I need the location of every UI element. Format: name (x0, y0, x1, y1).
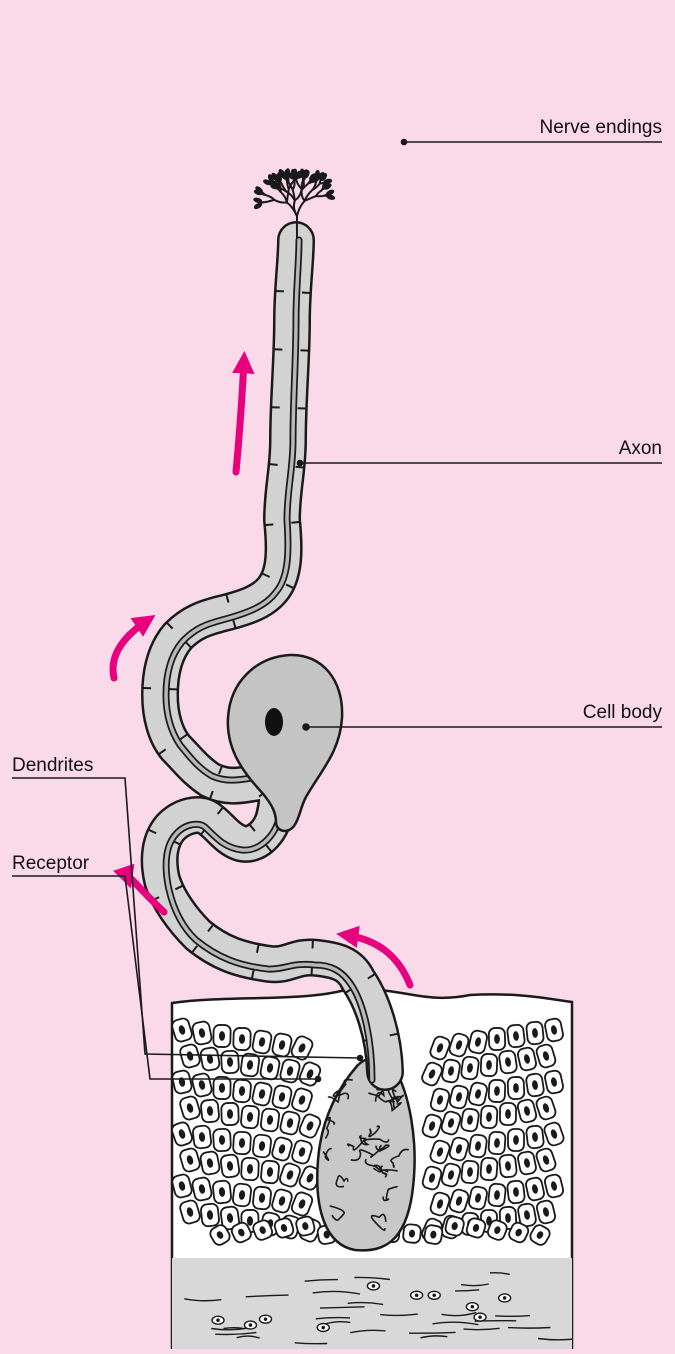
epidermis-cell (240, 1105, 259, 1129)
nerve-branch (265, 195, 274, 200)
epidermis-cell (461, 1160, 479, 1183)
nerve-branch (274, 200, 287, 203)
epidermis-cell (200, 1099, 219, 1123)
epidermis-cell (460, 1108, 479, 1132)
dermis-cell-nucleus (321, 1326, 325, 1330)
epidermis-cell (212, 1180, 231, 1204)
nerve-branch (295, 190, 301, 200)
nerve-branch (302, 189, 305, 201)
epidermis-cell (526, 1021, 544, 1044)
leader-lines (12, 140, 662, 1082)
epidermis-cell (526, 1125, 544, 1149)
label-cell-body: Cell body (583, 702, 663, 723)
leader-dot (298, 461, 303, 466)
node-tick (265, 524, 273, 525)
node-tick (270, 464, 278, 465)
leader-dot (316, 1077, 321, 1082)
dermis-cell-nucleus (471, 1305, 475, 1309)
epidermis-cell (200, 1151, 221, 1176)
epidermis-cell (499, 1154, 517, 1178)
epidermis-cell (508, 1077, 525, 1100)
epidermis-cell (461, 1056, 480, 1080)
nerve-branch (281, 192, 287, 203)
dermis-fiber (495, 1316, 530, 1317)
epidermis-cell (489, 1028, 506, 1051)
epidermis-cell (221, 1051, 239, 1074)
node-tick (296, 467, 304, 468)
leader-dot (303, 724, 309, 730)
label-axon: Axon (619, 438, 662, 459)
dermis-cell-nucleus (415, 1293, 419, 1297)
dermis-cell-nucleus (216, 1318, 220, 1322)
epidermis-cell (200, 1203, 219, 1227)
node-tick (291, 522, 299, 523)
epidermis-cell (498, 1050, 517, 1074)
epidermis-cell (507, 1024, 525, 1048)
epidermis-cell (233, 1079, 252, 1102)
epidermis-cell (271, 1085, 292, 1110)
cell-body-shape (228, 655, 342, 831)
epidermis-cell (489, 1080, 506, 1103)
curved-arrow-icon (113, 620, 148, 678)
epidermis-cell (213, 1025, 231, 1047)
epidermis-cell (200, 1047, 221, 1072)
dermis-cell-nucleus (432, 1293, 436, 1297)
epidermis-cell (191, 1020, 212, 1045)
label-nerve-endings: Nerve endings (539, 117, 662, 138)
labels: Nerve endings Axon Cell body Dendrites R… (12, 117, 662, 874)
epidermis-cell (252, 1186, 271, 1210)
epidermis-cell (221, 1103, 239, 1126)
epidermis-cell (233, 1028, 251, 1051)
epidermis-cell (488, 1131, 506, 1154)
epidermis-cell (480, 1157, 498, 1180)
epidermis-cell (241, 1158, 259, 1181)
cell-body (228, 655, 342, 831)
epidermis-cell (423, 1224, 443, 1245)
epidermis-cell (260, 1108, 280, 1132)
epidermis-cell (295, 1215, 316, 1237)
epidermis-cell (252, 1030, 273, 1055)
epidermis-cell (213, 1077, 230, 1099)
epidermis-cell (260, 1160, 279, 1184)
dermis-cell-nucleus (249, 1323, 253, 1327)
dermis-fiber (224, 1328, 243, 1329)
epidermis-cell (260, 1056, 281, 1081)
epidermis-cell (403, 1224, 422, 1244)
epidermis-cell (508, 1129, 524, 1151)
epidermis-cell (507, 1180, 525, 1204)
epidermis-cell (192, 1125, 211, 1149)
nerve-branch (265, 200, 275, 202)
curved-arrow-icon (236, 360, 244, 472)
cell-nucleus (513, 1135, 519, 1145)
leader-dot (402, 140, 407, 145)
epidermis-cell (488, 1183, 506, 1207)
label-receptor: Receptor (12, 853, 90, 874)
dermis-cell-nucleus (264, 1317, 268, 1321)
dermis-cell-nucleus (503, 1296, 507, 1300)
epidermis-cell (220, 1154, 240, 1178)
epidermis-cell (480, 1106, 497, 1129)
nerve-branch (316, 196, 325, 197)
epidermis-cell (444, 1215, 465, 1237)
epidermis-cell (469, 1134, 488, 1158)
epidermis-cell (232, 1183, 251, 1207)
dermis-fiber (508, 1328, 551, 1329)
nerve-branch (297, 201, 305, 216)
epidermis-cell (525, 1073, 544, 1097)
nucleus (265, 708, 283, 736)
epidermis-cell (252, 1134, 271, 1158)
label-dendrites: Dendrites (12, 755, 93, 776)
epidermis-cell (481, 1054, 498, 1077)
dermis-cell-nucleus (372, 1284, 376, 1288)
epidermis-cell (441, 1059, 461, 1084)
leader-dot (358, 1056, 363, 1061)
epidermis-cell (233, 1132, 251, 1155)
epidermis-cell (500, 1103, 516, 1125)
epidermis-cell (213, 1129, 231, 1152)
dermis-cell-nucleus (478, 1315, 482, 1319)
